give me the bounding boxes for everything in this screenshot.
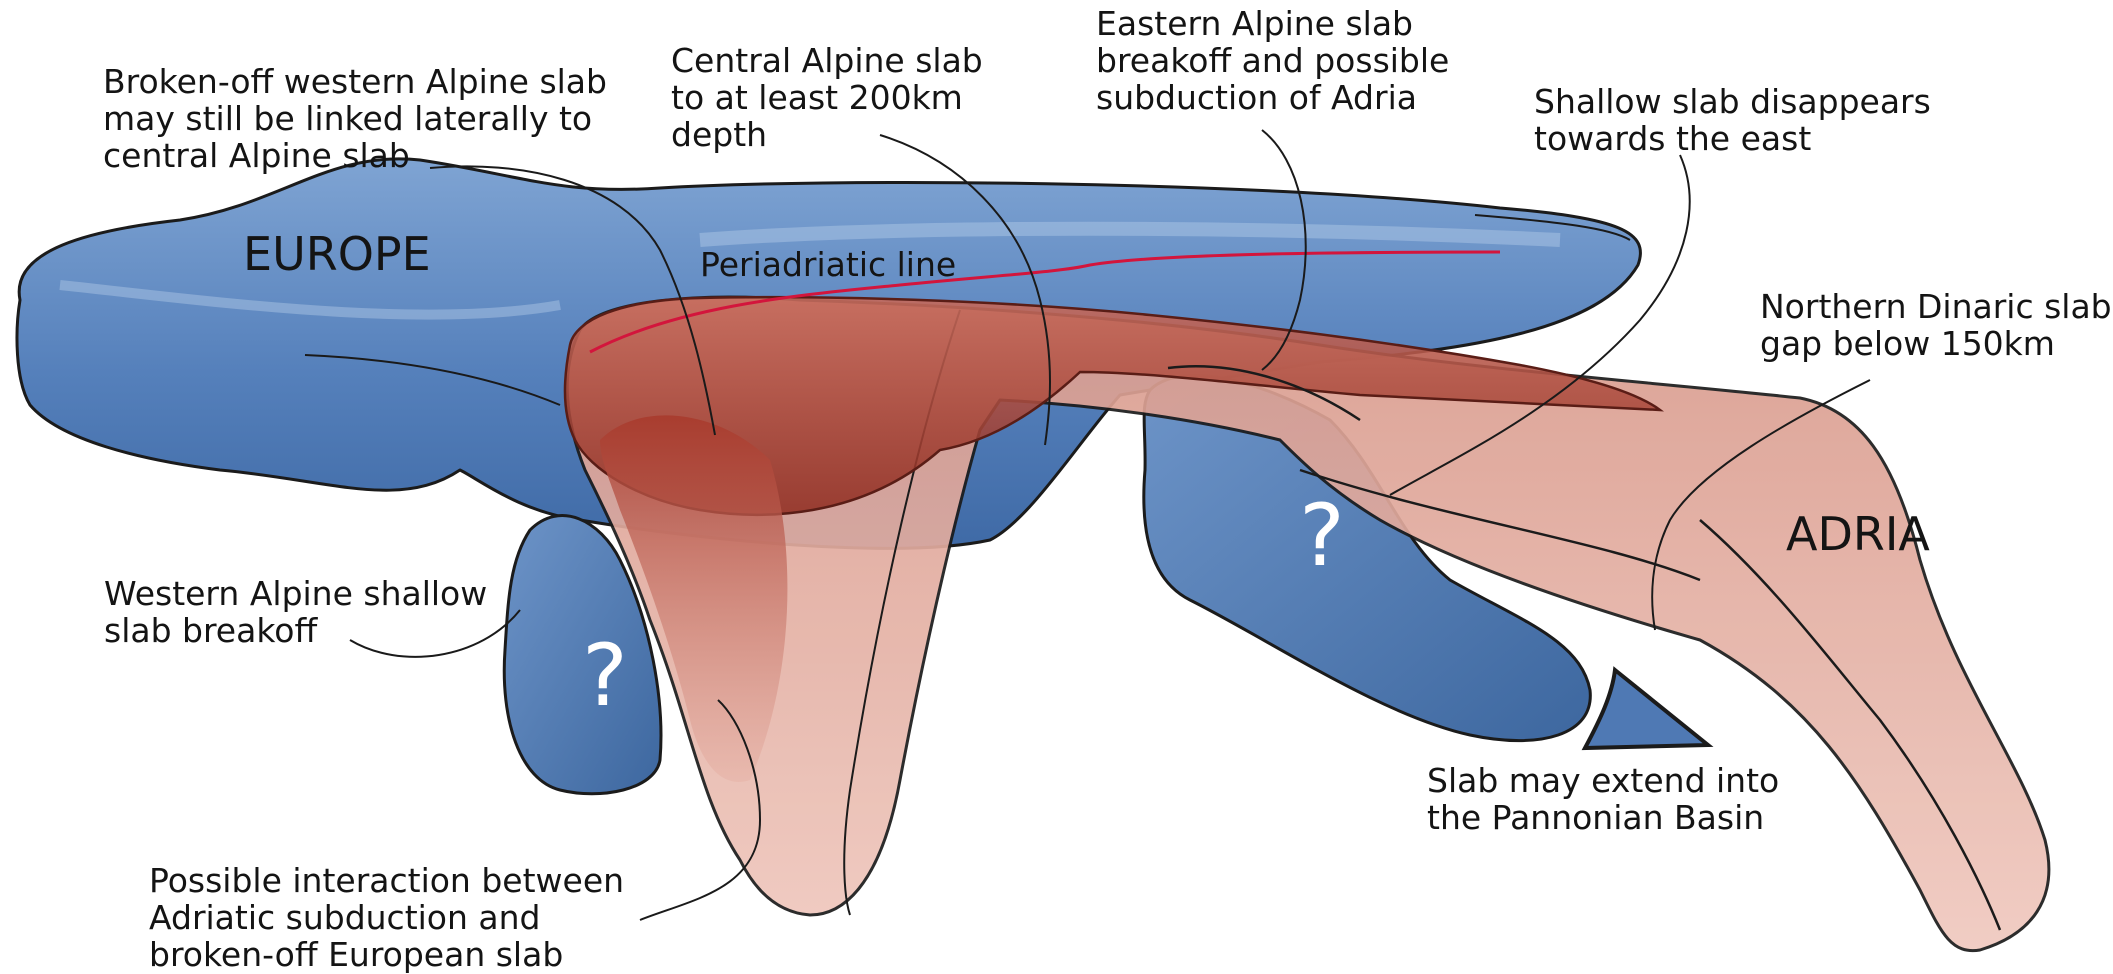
annotation-western-link: Broken-off western Alpine slab may still…	[103, 62, 607, 175]
svg-text:depth: depth	[671, 115, 767, 154]
annotation-interaction: Possible interaction between Adriatic su…	[149, 861, 624, 974]
annotation-dinaric-gap: Northern Dinaric slab gap below 150km	[1760, 287, 2112, 363]
svg-text:broken-off European slab: broken-off European slab	[149, 935, 563, 974]
region-label-adria: ADRIA	[1786, 507, 1930, 561]
svg-text:Slab may extend into: Slab may extend into	[1427, 761, 1779, 800]
svg-text:subduction of Adria: subduction of Adria	[1096, 78, 1417, 117]
svg-text:central Alpine slab: central Alpine slab	[103, 136, 410, 175]
svg-text:towards the east: towards the east	[1534, 119, 1811, 158]
pannonian-arrow-icon	[1585, 670, 1708, 748]
svg-text:Northern Dinaric slab: Northern Dinaric slab	[1760, 287, 2112, 326]
annotation-shallow-east: Shallow slab disappears towards the east	[1534, 82, 1931, 158]
svg-text:breakoff and possible: breakoff and possible	[1096, 41, 1449, 80]
annotation-eastern-breakoff: Eastern Alpine slab breakoff and possibl…	[1096, 4, 1449, 117]
svg-text:Broken-off western Alpine slab: Broken-off western Alpine slab	[103, 62, 607, 101]
annotation-pannonian: Slab may extend into the Pannonian Basin	[1427, 761, 1779, 837]
svg-text:Central Alpine slab: Central Alpine slab	[671, 41, 983, 80]
region-label-europe: EUROPE	[243, 227, 431, 281]
svg-text:Eastern Alpine slab: Eastern Alpine slab	[1096, 4, 1413, 43]
unknown-west-mark: ?	[582, 626, 628, 726]
svg-text:Western Alpine shallow: Western Alpine shallow	[104, 574, 487, 613]
svg-text:the Pannonian Basin: the Pannonian Basin	[1427, 798, 1764, 837]
svg-text:to at least 200km: to at least 200km	[671, 78, 963, 117]
periadriatic-line-label: Periadriatic line	[700, 245, 956, 284]
svg-text:Possible interaction between: Possible interaction between	[149, 861, 624, 900]
svg-text:may still be linked laterally: may still be linked laterally to	[103, 99, 592, 138]
svg-text:gap below 150km: gap below 150km	[1760, 324, 2055, 363]
unknown-east-mark: ?	[1299, 486, 1345, 586]
svg-text:slab breakoff: slab breakoff	[104, 611, 318, 650]
svg-text:Shallow slab disappears: Shallow slab disappears	[1534, 82, 1931, 121]
annotation-central-depth: Central Alpine slab to at least 200km de…	[671, 41, 983, 154]
svg-text:Adriatic subduction and: Adriatic subduction and	[149, 898, 541, 937]
annotation-western-shallow: Western Alpine shallow slab breakoff	[104, 574, 487, 650]
